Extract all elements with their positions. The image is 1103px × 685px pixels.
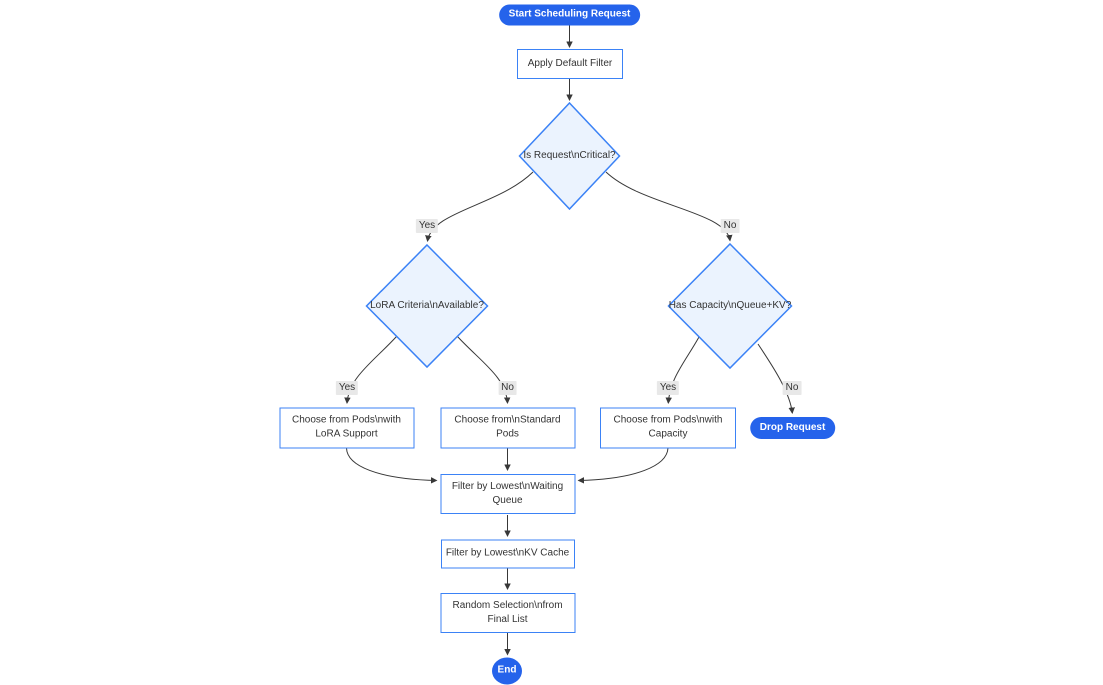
node-filter-waiting-queue: Filter by Lowest\nWaiting Queue: [440, 474, 575, 514]
edge-label-critical-yes: Yes: [415, 219, 439, 233]
edge-label-critical-no: No: [720, 219, 740, 233]
decision-has-capacity-shape: [667, 242, 793, 370]
edge-is-critical-no-to-capacity: [605, 171, 733, 242]
edge-choose-capacity-to-filter-waiting: [577, 447, 669, 484]
node-end: End: [492, 657, 522, 685]
edge-lora-yes-to-choose-lora: [344, 335, 398, 404]
node-start: Start Scheduling Request: [498, 4, 641, 25]
edge-capacity-no-to-drop-request: [757, 343, 795, 414]
edge-label-capacity-yes: Yes: [656, 381, 680, 395]
decision-lora-criteria-shape: [365, 243, 489, 369]
node-has-capacity-label: Has Capacity\nQueue+KV?: [668, 299, 792, 311]
decision-is-critical-shape: [518, 101, 621, 211]
edge-capacity-yes-to-choose-capacity: [665, 336, 700, 404]
node-lora-criteria-label: LoRA Criteria\nAvailable?: [370, 299, 484, 311]
node-choose-standard-pods: Choose from\nStandard Pods: [440, 407, 575, 448]
node-random-selection: Random Selection\nfrom Final List: [440, 593, 575, 633]
edge-label-lora-no: No: [498, 381, 517, 395]
node-is-critical-label: Is Request\nCritical?: [523, 149, 616, 161]
edge-is-critical-yes-to-lora: [425, 171, 534, 242]
node-drop-request: Drop Request: [749, 417, 836, 439]
node-choose-lora-pods: Choose from Pods\nwith LoRA Support: [279, 407, 414, 448]
node-choose-capacity-pods: Choose from Pods\nwith Capacity: [600, 407, 736, 448]
node-filter-kv-cache: Filter by Lowest\nKV Cache: [440, 539, 575, 568]
edge-label-capacity-no: No: [782, 381, 802, 395]
edge-lora-no-to-choose-standard: [456, 335, 511, 404]
edge-label-lora-yes: Yes: [335, 381, 359, 395]
node-apply-default-filter: Apply Default Filter: [517, 49, 623, 79]
edge-choose-lora-to-filter-waiting: [346, 447, 438, 484]
